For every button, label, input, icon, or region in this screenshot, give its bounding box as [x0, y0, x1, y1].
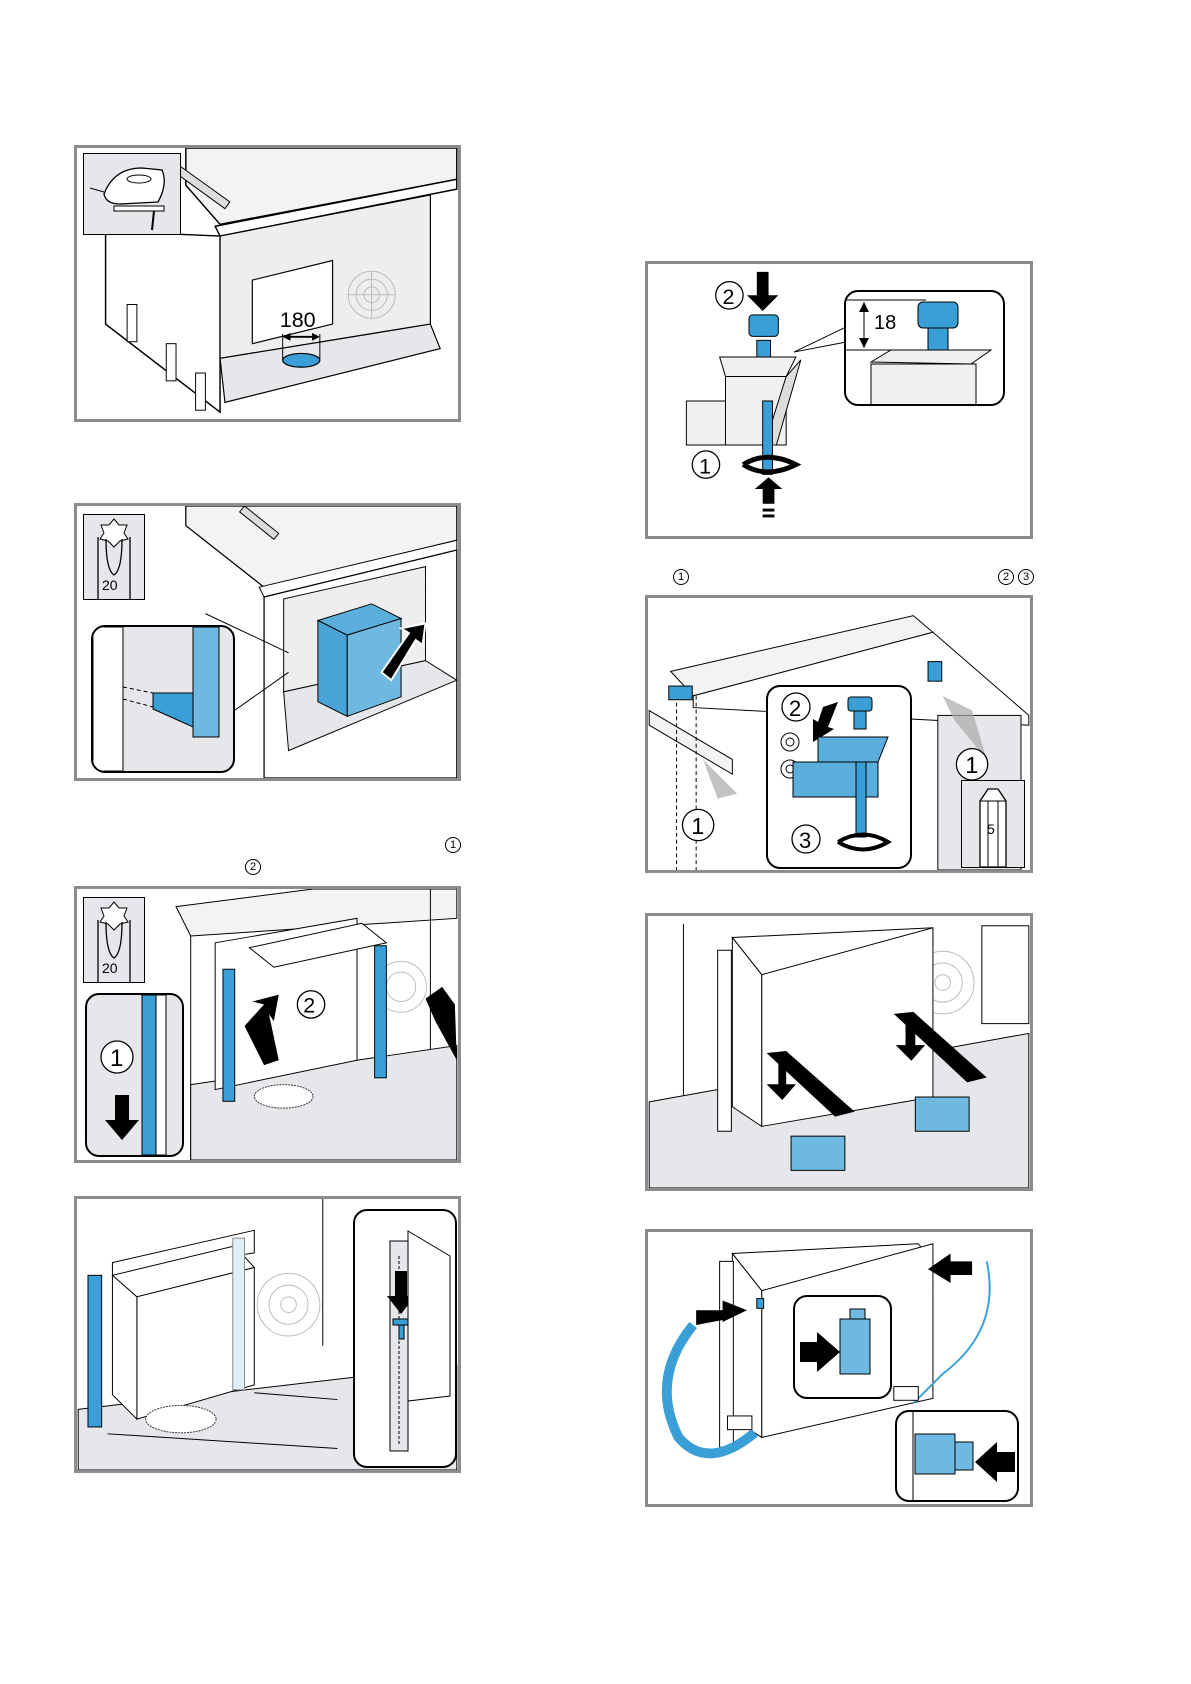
push-arrow-icon [425, 986, 457, 1061]
mount-rails-illustration: 2 [175, 889, 458, 1160]
tool-inset-torx: 20 [83, 897, 145, 983]
up-arrow-icon [754, 477, 783, 504]
down-arrow-icon [105, 1095, 139, 1140]
push-arrow-icon [813, 702, 838, 742]
figure-fit-cap: 2 1 18 [645, 261, 1033, 539]
filter-tray-right [914, 1096, 970, 1132]
figure-insert-trays [645, 913, 1033, 1191]
down-arrow-icon [747, 271, 779, 311]
detail-inset: 2 3 [766, 685, 912, 869]
fig6-caption-marker-1: 1 [673, 568, 689, 585]
push-arrow-icon [244, 994, 279, 1066]
rail-left [222, 968, 236, 1102]
power-connector [914, 1433, 956, 1475]
rail-left [717, 949, 732, 1132]
step-label-2: 2 [789, 696, 801, 721]
jigsaw-icon [89, 167, 165, 231]
detail-inset [353, 1209, 457, 1468]
fig3-caption-marker-1: 1 [445, 836, 461, 853]
figure-mount-rails: 2 20 1 [74, 886, 461, 1163]
filter-tray-left [790, 1135, 846, 1171]
step-label-3: 3 [799, 828, 811, 853]
fig6-caption-marker-2: 2 [998, 568, 1014, 585]
down-arrow-icon [766, 1062, 796, 1100]
duct-hole [282, 352, 321, 368]
detail-inset: 18 [844, 290, 1005, 406]
cabinet-cutout-illustration: 180 [104, 148, 458, 414]
figure-insert-box: 20 [74, 503, 461, 781]
insert-box-illustration [185, 506, 458, 778]
rail-left [87, 1274, 103, 1428]
tool-inset-hex: 5 [961, 780, 1025, 868]
torx-size-label: 20 [102, 960, 118, 976]
push-arrow-icon [928, 1253, 973, 1283]
hole-diameter-label: 180 [280, 308, 316, 332]
detail-inset: 1 [85, 993, 184, 1157]
step-label-2: 2 [723, 285, 735, 309]
step-label-1-right: 1 [965, 752, 978, 778]
detail-inset [91, 625, 235, 773]
push-arrow-icon [696, 1300, 748, 1325]
figure-secure-rails [74, 1196, 461, 1473]
step-label-1: 1 [110, 1045, 123, 1072]
appliance-box [316, 603, 403, 718]
figure-connect-cables [645, 1229, 1033, 1507]
fit-cap-illustration: 2 1 [685, 271, 846, 518]
torx-bit-icon [97, 518, 131, 599]
figure-cut-hole: 180 [74, 145, 461, 422]
tool-inset-torx: 20 [83, 514, 145, 600]
push-arrow-icon [975, 1442, 1015, 1482]
detail-inset [895, 1410, 1019, 1502]
push-arrow-icon [380, 622, 427, 682]
fig6-caption-marker-3: 3 [1018, 568, 1034, 585]
figure-clamp-worktop: 1 1 2 3 5 [645, 595, 1033, 873]
torx-size-label: 20 [102, 577, 118, 593]
step-label-2: 2 [303, 993, 315, 1017]
step-label-1: 1 [699, 454, 711, 478]
hex-size-label: 5 [987, 821, 995, 837]
flexible-duct-hose [661, 1321, 758, 1459]
fan-grille-icon [256, 1272, 321, 1337]
detail-inset [793, 1295, 892, 1399]
hex-key-icon [979, 788, 1007, 867]
cap-height-label: 18 [874, 312, 897, 334]
plug-connector [839, 1318, 871, 1375]
insert-trays-illustration [648, 923, 1030, 1188]
power-cable [912, 1261, 991, 1404]
fan-grille-icon [347, 270, 396, 319]
fig3-caption-marker-2: 2 [245, 858, 261, 875]
tool-inset-jigsaw [83, 153, 181, 235]
step-label-1-left: 1 [691, 813, 704, 839]
torx-bit-icon [97, 901, 131, 982]
down-arrow-icon [895, 1021, 926, 1061]
rail-right [374, 945, 387, 1079]
push-arrow-icon [800, 1332, 840, 1372]
